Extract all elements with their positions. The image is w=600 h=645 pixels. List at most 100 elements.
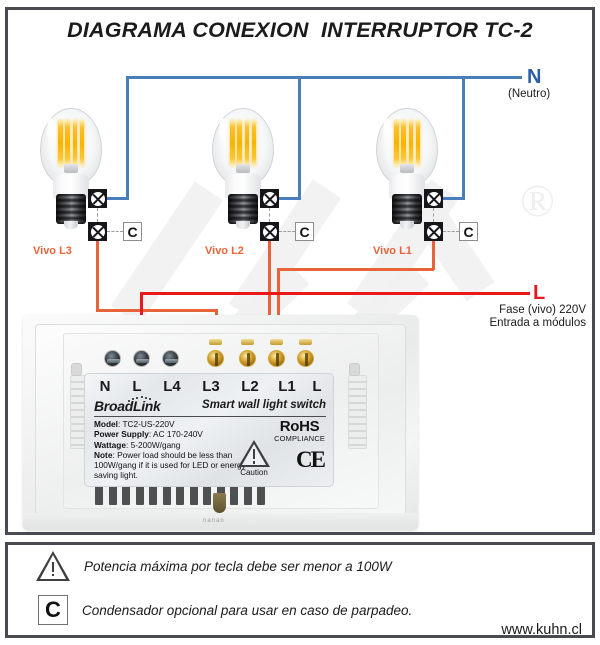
capacitor-dash-vertical-l3 (97, 208, 98, 222)
rohs-line1: RoHS (279, 418, 320, 435)
bulb-screw-base (56, 194, 86, 224)
spec-model-key: Model (94, 419, 118, 429)
live-terminal-l1[interactable] (424, 222, 443, 241)
module-notch-right (349, 363, 360, 376)
lamp-l2 (204, 108, 282, 230)
brand-name: BroadLink (94, 398, 161, 414)
spec-supply-value: AC 170-240V (153, 429, 203, 440)
live-sublabel-2: Entrada a módulos (489, 317, 586, 329)
capacitor-box-l3[interactable]: C (123, 222, 142, 241)
live-terminal-l2[interactable] (260, 222, 279, 241)
rohs-mark: RoHS COMPLIANCE (274, 418, 325, 443)
terminal-clamp-l3 (209, 339, 222, 345)
neutral-tap-l1 (443, 197, 465, 200)
brand-line: BroadLink Smart wall light switch (94, 396, 326, 415)
capacitor-box-l1[interactable]: C (459, 222, 478, 241)
capacitor-dash-horizontal-l1 (443, 231, 459, 232)
neutral-drop-l3 (126, 76, 129, 200)
spec-supply-key: Power Supply (94, 429, 149, 440)
lamp-l1 (368, 108, 446, 230)
lamp-l3 (32, 108, 110, 230)
terminal-screw-l1[interactable] (268, 350, 285, 367)
capacitor-c-icon: C (38, 595, 68, 625)
neutral-drop-l1 (462, 76, 465, 200)
terminal-clamp-l-live (299, 339, 312, 345)
capacitor-dash-horizontal-l2 (279, 231, 295, 232)
page-title: DIAGRAMA CONEXION INTERRUPTOR TC-2 (67, 18, 533, 42)
terminal-screw-l3[interactable] (207, 350, 224, 367)
spec-block: Model: TC2-US-220V Power Supply: AC 170-… (94, 419, 254, 481)
ce-mark: CE (296, 447, 326, 472)
caution-text: Caution (240, 468, 268, 477)
bulb-screw-base (392, 194, 422, 224)
main-diagram-frame (5, 7, 595, 535)
pin-l-live: L (312, 378, 322, 395)
spec-wattage-key: Wattage (94, 439, 126, 450)
warning-triangle-icon (238, 440, 270, 467)
capacitor-dash-vertical-l2 (269, 208, 270, 222)
terminal-clamp-l1 (270, 339, 283, 345)
vivo-label-l1: Vivo L1 (373, 245, 412, 257)
vivo-wire-l1 (432, 241, 435, 270)
legend-row-capacitor: C Condensador opcional para usar en caso… (38, 595, 412, 625)
live-sublabel-1: Fase (vivo) 220V (499, 304, 586, 316)
legend-power-text: Potencia máxima por tecla debe ser menor… (84, 558, 392, 574)
spec-wattage-value: 5-200W/gang (130, 439, 181, 450)
module-notch-left (71, 363, 82, 376)
terminal-screw-l2[interactable] (239, 350, 256, 367)
neutral-sublabel: (Neutro) (508, 88, 551, 100)
vivo-wire-l3-h (96, 309, 217, 312)
pin-l4: L4 (163, 378, 181, 395)
spec-note: Note: Power load should be less than 100… (94, 449, 246, 481)
terminal-screw-n[interactable] (104, 350, 121, 367)
module-foot (23, 513, 418, 530)
legend-capacitor-text: Condensador opcional para usar en caso d… (82, 602, 413, 618)
spec-supply: Power Supply: AC 170-240V (94, 429, 203, 440)
neutral-tap-l2 (279, 197, 301, 200)
module-clip-right (348, 375, 367, 449)
terminal-clamp-l2 (241, 339, 254, 345)
legend-frame (5, 542, 595, 638)
rohs-line2: COMPLIANCE (274, 434, 325, 443)
capacitor-box-l2[interactable]: C (295, 222, 314, 241)
neutral-drop-l2 (298, 76, 301, 200)
brand-dots (128, 396, 154, 403)
live-terminal-l3[interactable] (88, 222, 107, 241)
warning-triangle-icon (36, 551, 70, 581)
neutral-terminal-l2[interactable] (260, 189, 279, 208)
neutral-terminal-l3[interactable] (88, 189, 107, 208)
legend-row-power: Potencia máxima por tecla debe ser menor… (36, 551, 392, 581)
spec-note-key: Note (94, 449, 113, 460)
capacitor-dash-horizontal-l3 (107, 231, 123, 232)
spec-wattage: Wattage: 5-200W/gang (94, 439, 181, 450)
spec-model-value: TC2-US-220V (122, 419, 175, 429)
pin-legend-row: N L L4 L3 L2 L1 L (85, 378, 335, 397)
pin-l3: L3 (202, 378, 220, 395)
terminal-screw-l-live[interactable] (297, 350, 314, 367)
bulb-contact-tip (400, 221, 414, 229)
vivo-label-l2: Vivo L2 (205, 245, 244, 257)
pin-n: N (99, 378, 111, 395)
label-divider (94, 416, 326, 417)
website-url[interactable]: www.kuhn.cl (501, 622, 582, 638)
vivo-wire-l3 (96, 241, 99, 311)
neutral-terminal-l1[interactable] (424, 189, 443, 208)
bulb-filaments (392, 120, 422, 173)
terminal-screw-l-neutral-side[interactable] (133, 350, 150, 367)
module-foot-mark: nanan (203, 518, 225, 524)
pin-l2: L2 (241, 378, 259, 395)
bulb-contact-tip (236, 221, 250, 229)
product-label: N L L4 L3 L2 L1 L BroadLink Smart wall l… (84, 373, 334, 487)
terminal-screw-l4[interactable] (162, 350, 179, 367)
pin-l: L (132, 378, 142, 395)
spec-model: Model: TC2-US-220V (94, 419, 175, 429)
bulb-filaments (228, 120, 258, 173)
vivo-wire-l1-h (277, 268, 434, 271)
product-tagline: Smart wall light switch (202, 399, 326, 411)
neutral-label: N (527, 66, 542, 88)
vivo-label-l3: Vivo L3 (33, 245, 72, 257)
pin-l1: L1 (278, 378, 296, 395)
capacitor-dash-vertical-l1 (433, 208, 434, 222)
vivo-wire-l2 (268, 241, 271, 353)
